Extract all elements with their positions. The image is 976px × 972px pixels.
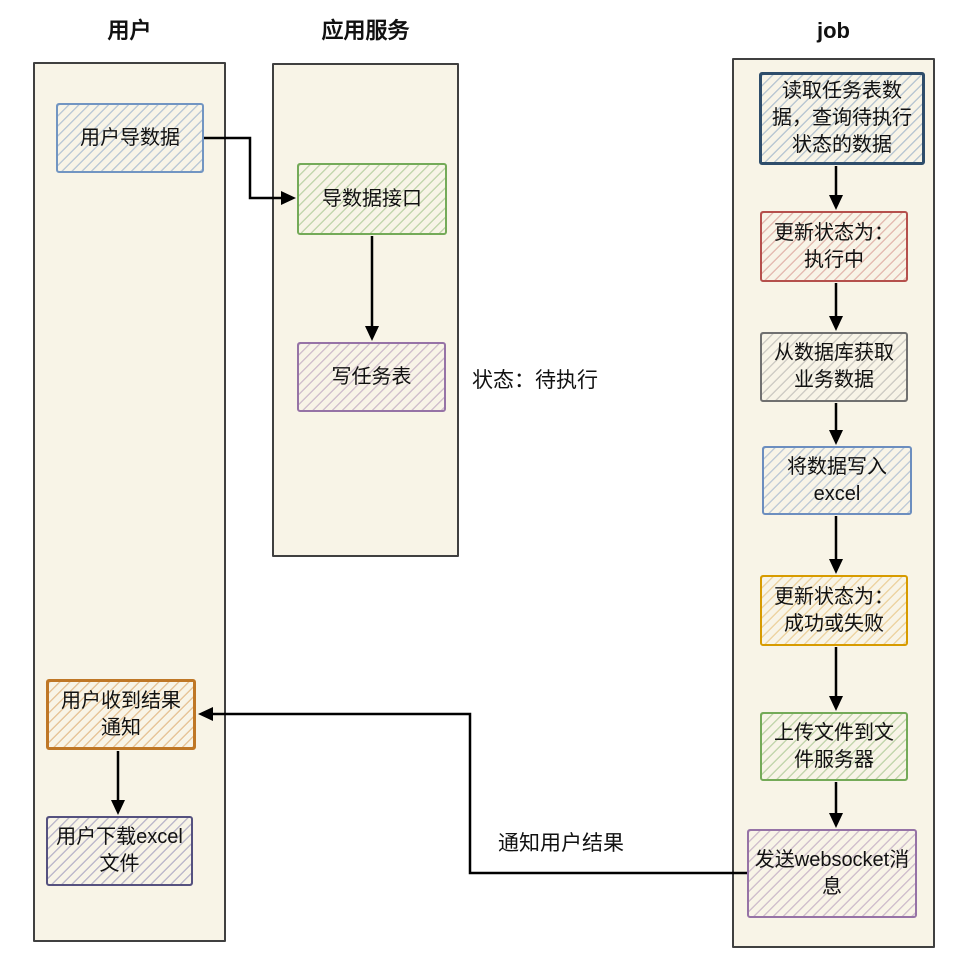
node-send-websocket-label: 发送websocket消息 — [754, 848, 910, 898]
node-upload-file-label: 上传文件到文件服务器 — [774, 721, 894, 771]
node-update-status-executing: 更新状态为：执行中 — [760, 211, 908, 282]
node-send-websocket: 发送websocket消息 — [747, 829, 917, 918]
annotation-notify-user-result: 通知用户结果 — [498, 832, 624, 855]
node-user-download-excel: 用户下载excel文件 — [46, 816, 193, 886]
node-update-status-executing-label: 更新状态为：执行中 — [774, 221, 894, 271]
node-user-export-label: 用户导数据 — [80, 126, 180, 149]
lane-user — [33, 62, 226, 942]
node-update-status-result: 更新状态为：成功或失败 — [760, 575, 908, 646]
node-fetch-business-data-label: 从数据库获取业务数据 — [774, 342, 894, 391]
node-upload-file: 上传文件到文件服务器 — [760, 712, 908, 781]
lane-title-app-service: 应用服务 — [321, 18, 410, 43]
node-user-export: 用户导数据 — [56, 103, 204, 173]
node-write-data-to-excel: 将数据写入excel — [762, 446, 912, 515]
node-write-task-table-label: 写任务表 — [331, 365, 412, 388]
lane-title-user: 用户 — [107, 18, 152, 43]
node-write-task-table: 写任务表 — [297, 342, 446, 412]
node-read-task-table: 读取任务表数据，查询待执行状态的数据 — [759, 72, 925, 165]
node-user-receive-notify: 用户收到结果通知 — [46, 679, 196, 750]
node-user-download-excel-label: 用户下载excel文件 — [56, 826, 183, 875]
node-import-api: 导数据接口 — [297, 163, 447, 235]
lane-app-service — [272, 63, 459, 557]
node-import-api-label: 导数据接口 — [322, 187, 422, 210]
annotation-status-pending: 状态：待执行 — [472, 369, 598, 392]
node-update-status-result-label: 更新状态为：成功或失败 — [774, 585, 894, 635]
node-read-task-table-label: 读取任务表数据，查询待执行状态的数据 — [772, 80, 912, 156]
lane-title-job: job — [817, 18, 850, 43]
node-user-receive-notify-label: 用户收到结果通知 — [61, 689, 181, 739]
arrow-send-ws-to-notify — [213, 712, 747, 875]
node-write-data-to-excel-label: 将数据写入excel — [787, 455, 887, 505]
node-fetch-business-data: 从数据库获取业务数据 — [760, 332, 908, 402]
